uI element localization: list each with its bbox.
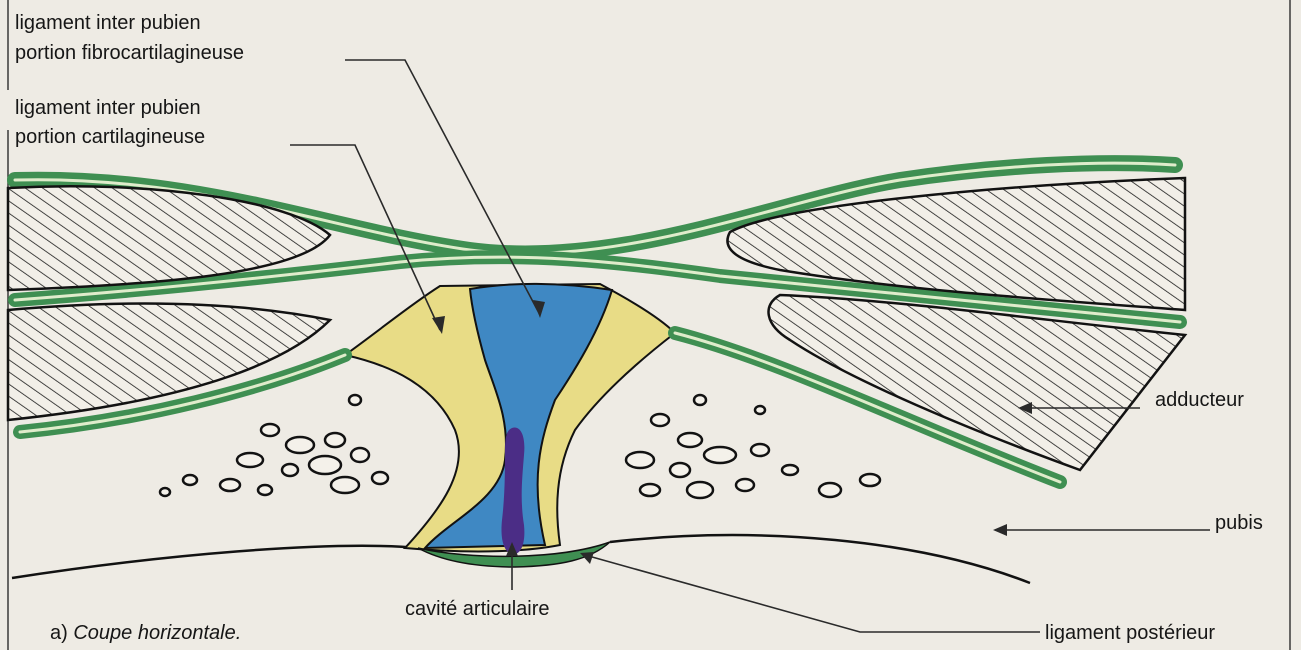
figure-caption: a) Coupe horizontale.	[50, 620, 241, 646]
caption-prefix: a)	[50, 622, 68, 644]
trabecular-bone-right	[626, 395, 880, 498]
label-cart-line2: portion cartilagineuse	[15, 124, 205, 150]
label-adducteur: adducteur	[1155, 387, 1244, 413]
caption-text: Coupe horizontale.	[73, 622, 241, 644]
label-cart-line1: ligament inter pubien	[15, 95, 201, 121]
label-ligament-posterieur: ligament postérieur	[1045, 620, 1215, 646]
label-fibro-line1: ligament inter pubien	[15, 10, 201, 36]
leader-posterieur	[585, 555, 1040, 632]
label-fibro-line2: portion fibrocartilagineuse	[15, 40, 244, 66]
trabecular-bone-left	[160, 395, 388, 496]
label-pubis: pubis	[1215, 510, 1263, 536]
label-cavite-articulaire: cavité articulaire	[405, 596, 550, 622]
